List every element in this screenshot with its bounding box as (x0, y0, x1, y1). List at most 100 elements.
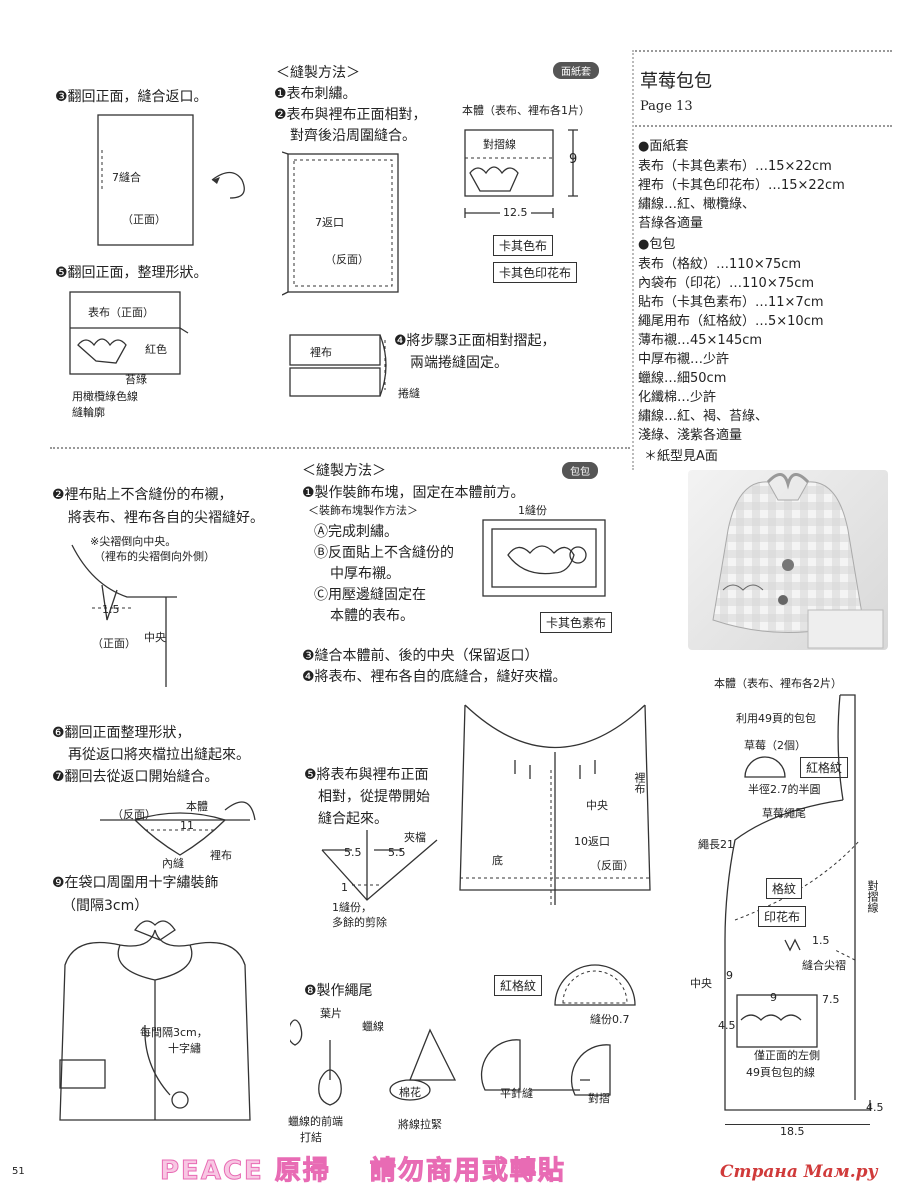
cover-step-1: ❶表布刺繡。 (274, 86, 357, 102)
label-leaf: 葉片 (320, 1007, 342, 1020)
label-running-stitch: 平針縫 (500, 1087, 533, 1100)
cover-step5-diagram (69, 291, 189, 375)
label-front-left: 僅正面的左側 (754, 1049, 820, 1062)
label-inner-seam: 內縫 (162, 857, 184, 870)
bag-step-2b: 將表布、裡布各自的尖褶縫好。 (68, 510, 264, 526)
label-center: 中央 (586, 799, 608, 812)
dim-4-5: 4.5 (718, 1019, 736, 1032)
material-line: 表布（卡其色素布）…15×22cm (638, 159, 832, 174)
seam-cut-1: 1縫份， (332, 901, 372, 914)
label-strawberry-cord: 草莓繩尾 (762, 807, 806, 820)
bag-step-7: ❼翻回去從返口開始縫合。 (52, 769, 219, 785)
sidebar-divider (632, 125, 892, 127)
label-center: 中央 (144, 631, 166, 644)
bag-step-3: ❸縫合本體前、後的中央（保留返口） (302, 648, 539, 664)
material-line: 貼布（卡其色素布）…11×7cm (638, 295, 824, 310)
dim-1: 1 (341, 881, 348, 894)
label-cross-stitch: 十字繡 (168, 1042, 201, 1055)
bag-step-9a: ❾在袋口周圍用十字繡裝飾 (52, 875, 219, 891)
material-line: 裡布（卡其色印花布）…15×22cm (638, 178, 845, 193)
dimension-line (725, 1124, 870, 1125)
label-red: 紅色 (145, 343, 167, 356)
material-line: 蠟線…細50cm (638, 371, 727, 386)
dim-12-5: 12.5 (500, 205, 531, 220)
watermark: Страна Мам.ру (720, 1162, 878, 1182)
pattern-note: ＊紙型見A面 (644, 449, 718, 464)
label-pull-thread: 將線拉緊 (398, 1118, 442, 1131)
bag-step-2a: ❷裡布貼上不含縫份的布襯， (52, 487, 233, 503)
bag-step-5c: 縫合起來。 (318, 811, 388, 827)
label-seam-0-7: 縫份0.7 (590, 1013, 630, 1026)
cover-step4-diagram (289, 334, 387, 397)
dim-1-5: 1.5 (812, 934, 830, 947)
label-outer-front: 表布（正面） (88, 306, 154, 319)
label-back: （反面） (325, 253, 369, 266)
label-1-seam: 1縫份 (518, 504, 547, 517)
bag-step-6a: ❻翻回正面整理形狀， (52, 725, 191, 741)
label-cord-length: 繩長21 (698, 838, 734, 851)
label-fold-line: 對摺線 (483, 138, 516, 151)
cover-materials-header: ●面紙套 (638, 139, 689, 154)
pattern-title: 本體（表布、裡布各2片） (714, 677, 842, 690)
label-49-line: 49頁包包的線 (746, 1066, 815, 1079)
bag-badge: 包包 (562, 462, 598, 479)
dim-11: 11 (180, 819, 194, 832)
label-front: （正面） (122, 213, 166, 226)
label-7-sewn: 7縫合 (112, 171, 141, 184)
dart-note-2: （裡布的尖褶倒向外側） (94, 550, 215, 563)
pattern-body-outline (724, 694, 871, 1111)
bag-materials-header: ●包包 (638, 237, 676, 252)
dim-7-5: 7.5 (822, 993, 840, 1006)
seam-cut-2: 多餘的剪除 (332, 916, 387, 929)
cover-body-label: 本體（表布、裡布各1片） (462, 104, 590, 117)
half-circle-cut-diagram (554, 964, 636, 1006)
material-line: 繡線…紅、橄欖綠、 (638, 197, 756, 212)
dim-9-vertical: 9 (726, 969, 733, 982)
product-photo (688, 470, 888, 650)
gusset-diagram (321, 830, 438, 901)
cover-step-4a: ❹將步驟3正面相對摺起， (394, 333, 556, 349)
fabric-khaki-plain: 卡其色素布 (540, 612, 613, 633)
fabric-print: 印花布 (758, 906, 807, 927)
label-outline-stitch: 縫輪廓 (72, 406, 105, 419)
bag-method-title: ＜縫製方法＞ (302, 463, 386, 479)
sidebar-vertical-divider (632, 50, 634, 470)
dim-9: 9 (569, 152, 578, 167)
material-line: 淺綠、淺紫各適量 (638, 428, 743, 443)
cover-step-2b: 對齊後沿周圍縫合。 (290, 128, 416, 144)
material-line: 內袋布（印花）…110×75cm (638, 276, 815, 291)
bag-step-4: ❹將表布、裡布各自的底縫合，縫好夾檔。 (302, 669, 567, 685)
label-front: （正面） (92, 637, 136, 650)
label-tie-1: 蠟線的前端 (288, 1115, 343, 1128)
label-body: 本體 (186, 800, 208, 813)
bag-step-1: ❶製作裝飾布塊，固定在本體前方。 (302, 485, 525, 501)
bag-step2-diagram (71, 544, 177, 687)
bag-step-6b: 再從返口將夾檔拉出縫起來。 (68, 747, 250, 763)
label-back: （反面） (112, 808, 156, 821)
dim-5-5-right: 5.5 (388, 846, 406, 859)
bag-step-5a: ❺將表布與裡布正面 (304, 767, 429, 783)
copyright-banner: PEACE 原掃 請勿商用或轉貼 (160, 1156, 566, 1187)
applique-method-title: ＜裝飾布塊製作方法＞ (308, 504, 418, 517)
applique-step-c1: Ⓒ用壓邊縫固定在 (314, 587, 426, 603)
applique-step-b2: 中厚布襯。 (330, 566, 400, 582)
sidebar-top-divider (632, 50, 892, 52)
bag-step-9b: （間隔3cm） (62, 898, 149, 914)
bag-step-8: ❽製作繩尾 (304, 983, 373, 999)
dim-1-5: 1.5 (102, 603, 120, 616)
material-line: 薄布襯…45×145cm (638, 333, 763, 348)
dim-4-5-bottom: 4.5 (866, 1101, 884, 1114)
label-back: （反面） (590, 859, 634, 872)
label-7-opening: 7返口 (315, 216, 344, 229)
cord-end-steps-diagram (290, 1019, 611, 1106)
label-half-circle: 半徑2.7的半圓 (748, 783, 821, 796)
material-line: 苔綠各適量 (638, 216, 704, 231)
material-line: 表布（格紋）…110×75cm (638, 257, 802, 272)
material-line: 化纖棉…少許 (638, 390, 717, 405)
label-lining: 裡布 (310, 346, 332, 359)
dim-5-5-left: 5.5 (344, 846, 362, 859)
cover-pattern-diagram (464, 129, 578, 218)
dim-18-5: 18.5 (780, 1125, 805, 1138)
material-line: 繩尾用布（紅格紋）…5×10cm (638, 314, 824, 329)
label-sew-dart: 縫合尖褶 (802, 959, 846, 972)
